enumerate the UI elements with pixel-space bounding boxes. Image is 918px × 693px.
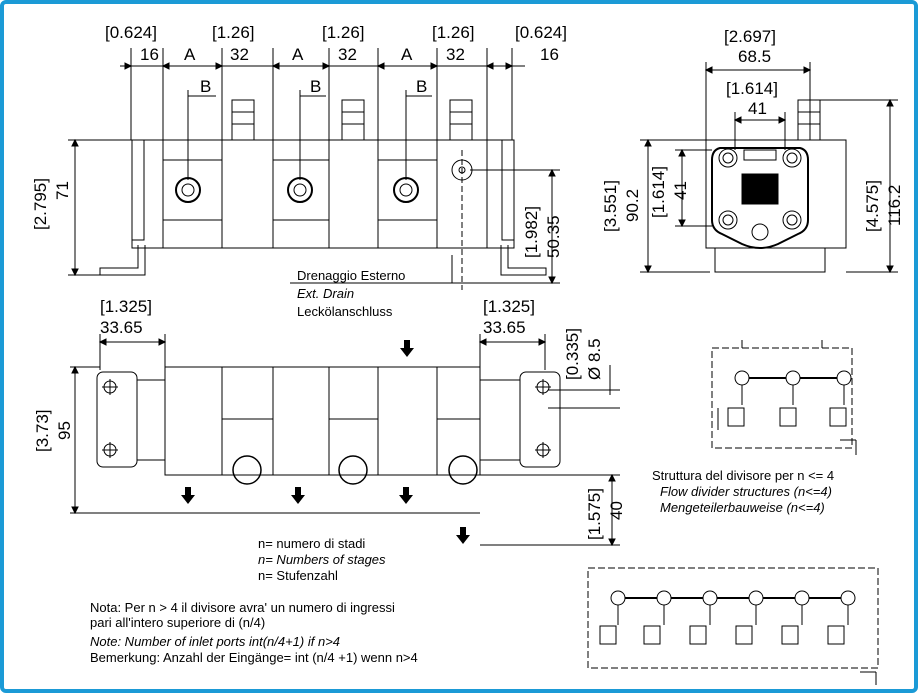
hole-dim-mm: Ø 8.5 <box>585 338 604 380</box>
top-view-labels: [0.624] 16 [1.26] 32 [1.26] 32 [1.26] 32… <box>31 23 567 258</box>
dim-top-5-in: [0.624] <box>515 23 567 42</box>
dim-top-4-mm: 32 <box>446 45 465 64</box>
dim-top-1-in: [0.624] <box>105 23 157 42</box>
footnote-en: Note: Number of inlet ports int(n/4+1) i… <box>90 634 340 649</box>
bottom-height-in: [3.73] <box>33 409 52 452</box>
side-vert-in: [1.614] <box>649 166 668 218</box>
letter-b-1: B <box>200 77 211 96</box>
side-width-in: [2.697] <box>724 27 776 46</box>
bottom-right-in: [1.325] <box>483 297 535 316</box>
footnote-de: Bemerkung: Anzahl der Eingänge= int (n/4… <box>90 650 418 665</box>
top-height-in: [2.795] <box>31 178 50 230</box>
flow-arrows <box>181 340 470 544</box>
footnote-it-line2: pari all'intero superiore di (n/4) <box>90 615 265 630</box>
structure-note-en: Flow divider structures (n<=4) <box>660 484 832 499</box>
side-inner-mm: 41 <box>748 99 767 118</box>
letter-a-3: A <box>401 45 413 64</box>
stages-note-en: n= Numbers of stages <box>258 552 386 567</box>
top-height-mm: 71 <box>53 181 72 200</box>
side-view <box>640 62 898 274</box>
side-h1-in: [3.551] <box>601 180 620 232</box>
drain-label-de: Leckölanschluss <box>297 304 393 319</box>
structure-note-it: Struttura del divisore per n <= 4 <box>652 468 834 483</box>
drain-label: Drenaggio Esterno Ext. Drain Leckölansch… <box>297 268 405 319</box>
stages-note-de: n= Stufenzahl <box>258 568 338 583</box>
dim-top-1-mm: 16 <box>140 45 159 64</box>
dim-top-3-mm: 32 <box>338 45 357 64</box>
stages-note: n= numero di stadi n= Numbers of stages … <box>258 536 386 583</box>
side-view-labels: [2.697] 68.5 [1.614] 41 [3.551] 90.2 [1.… <box>601 27 904 232</box>
dim-top-2-in: [1.26] <box>212 23 255 42</box>
side-inner-in: [1.614] <box>726 79 778 98</box>
side-h2-in: [4.575] <box>863 180 882 232</box>
side-h1-mm: 90.2 <box>623 189 642 222</box>
bottom-view <box>70 334 620 547</box>
structure-note: Struttura del divisore per n <= 4 Flow d… <box>652 468 834 515</box>
letter-b-3: B <box>416 77 427 96</box>
schematic-small <box>711 340 857 455</box>
drain-dim-mm: 50.35 <box>544 215 563 258</box>
dim-top-2-mm: 32 <box>230 45 249 64</box>
letter-a-2: A <box>292 45 304 64</box>
dim-top-3-in: [1.26] <box>322 23 365 42</box>
schematic-large <box>587 567 879 685</box>
dim-top-4-in: [1.26] <box>432 23 475 42</box>
bottom-left-mm: 33.65 <box>100 318 143 337</box>
side-vert-mm: 41 <box>671 181 690 200</box>
bottom-view-labels: [1.325] 33.65 [1.325] 33.65 [0.335] Ø 8.… <box>33 297 626 540</box>
side-width-mm: 68.5 <box>738 47 771 66</box>
bottom-right-mm: 33.65 <box>483 318 526 337</box>
drain-label-en: Ext. Drain <box>297 286 354 301</box>
footnote-it-line1: Nota: Per n > 4 il divisore avra' un num… <box>90 600 395 615</box>
letter-a-1: A <box>184 45 196 64</box>
dim-top-5-mm: 16 <box>540 45 559 64</box>
drain-label-it: Drenaggio Esterno <box>297 268 405 283</box>
side-h2-mm: 116.2 <box>885 185 904 226</box>
stages-note-it: n= numero di stadi <box>258 536 365 551</box>
footnote: Nota: Per n > 4 il divisore avra' un num… <box>90 600 418 665</box>
bottom-dim-mm: 40 <box>607 501 626 520</box>
bottom-dim-in: [1.575] <box>585 488 604 540</box>
hole-dim-in: [0.335] <box>563 328 582 380</box>
structure-note-de: Mengeteilerbauweise (n<=4) <box>660 500 825 515</box>
drain-dim-in: [1.982] <box>522 206 541 258</box>
bottom-height-mm: 95 <box>55 421 74 440</box>
letter-b-2: B <box>310 77 321 96</box>
bottom-left-in: [1.325] <box>100 297 152 316</box>
top-view <box>68 48 560 290</box>
